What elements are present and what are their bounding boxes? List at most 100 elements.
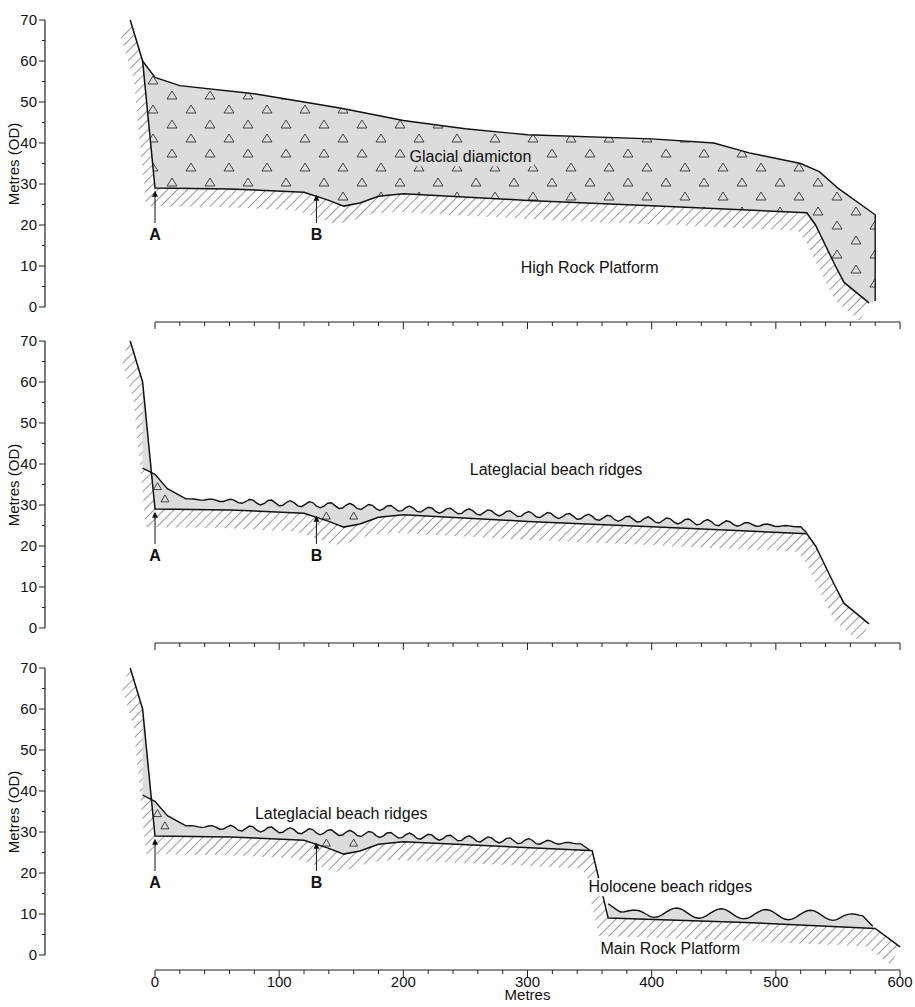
unit-label: Holocene beach ridges	[585, 879, 755, 897]
rock-hatching	[121, 341, 869, 642]
y-tick-label: 10	[20, 906, 37, 923]
diamicton-fill	[143, 61, 876, 303]
y-tick	[39, 914, 45, 915]
y-tick	[39, 225, 45, 226]
x-tick	[155, 322, 156, 329]
point-label: B	[311, 547, 323, 565]
marker-arrow	[155, 843, 156, 871]
y-tick	[39, 266, 45, 267]
y-tick	[42, 484, 45, 485]
y-tick-label: 30	[20, 176, 37, 193]
clast-symbol	[322, 839, 330, 846]
point-label: A	[149, 874, 161, 892]
y-tick-label: 60	[20, 53, 37, 70]
y-tick	[39, 464, 45, 465]
y-tick	[42, 40, 45, 41]
x-tick-label: 200	[391, 974, 416, 991]
x-tick	[155, 643, 156, 650]
y-tick-label: 30	[20, 497, 37, 514]
x-tick	[775, 643, 776, 650]
y-tick-label: 50	[20, 94, 37, 111]
x-tick	[304, 322, 305, 326]
unit-label: Lateglacial beach ridges	[467, 461, 646, 479]
marker-arrow	[316, 847, 317, 871]
x-tick-label: 0	[151, 974, 159, 991]
x-tick	[602, 970, 603, 974]
x-tick	[328, 970, 329, 974]
x-tick	[850, 643, 851, 647]
beach-ridge-surface	[143, 795, 590, 850]
arrow-head	[313, 195, 319, 201]
x-tick	[900, 322, 901, 329]
x-tick	[875, 322, 876, 326]
x-tick	[254, 970, 255, 974]
x-tick	[229, 322, 230, 326]
arrow-head	[152, 839, 158, 845]
y-tick	[39, 423, 45, 424]
x-tick	[626, 970, 627, 974]
y-tick	[39, 709, 45, 710]
axis-title: Metres (OD)	[6, 770, 23, 853]
y-tick	[39, 61, 45, 62]
x-tick	[726, 322, 727, 326]
x-tick	[254, 322, 255, 326]
x-tick	[800, 643, 801, 647]
x-tick	[626, 643, 627, 647]
y-tick	[39, 546, 45, 547]
x-tick	[825, 322, 826, 326]
x-tick	[453, 643, 454, 647]
y-tick	[42, 122, 45, 123]
unit-label: Main Rock Platform	[598, 940, 744, 958]
marker-arrow	[155, 195, 156, 223]
x-tick	[626, 322, 627, 326]
x-tick-label: 400	[639, 974, 664, 991]
y-tick-label: 60	[20, 374, 37, 391]
diamicton-surface	[143, 61, 876, 301]
x-tick	[229, 643, 230, 647]
x-tick	[651, 322, 652, 329]
x-tick	[577, 643, 578, 647]
x-tick	[676, 643, 677, 647]
y-tick	[42, 852, 45, 853]
y-tick	[42, 361, 45, 362]
x-tick	[900, 643, 901, 650]
x-tick	[676, 322, 677, 326]
y-tick	[39, 791, 45, 792]
x-tick	[428, 322, 429, 326]
rock-surface	[130, 20, 869, 303]
x-tick	[353, 322, 354, 326]
x-tick	[353, 643, 354, 647]
x-tick	[378, 970, 379, 974]
beach-ridge-fill	[143, 709, 590, 854]
y-tick	[39, 873, 45, 874]
y-tick	[39, 382, 45, 383]
x-tick	[477, 643, 478, 647]
x-tick	[179, 970, 180, 974]
y-tick-label: 0	[29, 620, 37, 637]
x-tick	[204, 322, 205, 326]
x-tick	[502, 322, 503, 326]
y-tick-label: 20	[20, 217, 37, 234]
arrow-head	[152, 512, 158, 518]
x-tick	[850, 970, 851, 974]
y-tick-label: 60	[20, 701, 37, 718]
x-tick	[328, 643, 329, 647]
y-tick-label: 50	[20, 742, 37, 759]
x-tick	[179, 643, 180, 647]
arrow-head	[313, 843, 319, 849]
rock-hatching	[121, 668, 900, 965]
x-tick	[403, 643, 404, 650]
x-tick	[751, 643, 752, 647]
y-tick	[42, 811, 45, 812]
y-tick	[42, 607, 45, 608]
x-tick	[651, 643, 652, 650]
x-tick	[701, 322, 702, 326]
x-tick	[378, 643, 379, 647]
y-tick	[39, 505, 45, 506]
x-tick	[701, 643, 702, 647]
y-tick	[42, 204, 45, 205]
clast-symbol	[153, 810, 161, 817]
point-label: A	[149, 547, 161, 565]
x-tick	[552, 322, 553, 326]
x-tick	[304, 970, 305, 974]
